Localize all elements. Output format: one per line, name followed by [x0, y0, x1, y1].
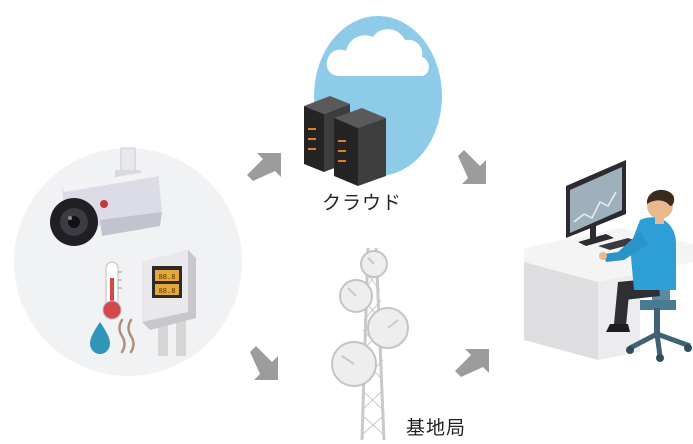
arrow-icon: [247, 153, 281, 181]
arrow-icon: [455, 349, 489, 377]
water-drop-icon: [90, 322, 110, 354]
cloud-icon: [326, 29, 429, 76]
heat-waves-icon: [118, 318, 135, 354]
sensor-group: 88.8 88.8: [14, 147, 242, 376]
arrow-icon: [250, 346, 278, 380]
sensor-box-icon: 88.8 88.8: [142, 250, 196, 356]
svg-text:88.8: 88.8: [159, 287, 176, 295]
server-icon: [304, 96, 386, 186]
office-worker-icon: [599, 189, 692, 362]
svg-text:88.8: 88.8: [159, 273, 176, 281]
base-station-label: 基地局: [406, 417, 467, 439]
arrow-icon: [458, 150, 486, 184]
thermometer-icon: [102, 261, 122, 320]
cloud-label: クラウド: [322, 192, 403, 214]
antenna-tower-icon: [331, 247, 409, 441]
camera-icon: [50, 147, 162, 246]
cloud-group: [304, 16, 442, 186]
